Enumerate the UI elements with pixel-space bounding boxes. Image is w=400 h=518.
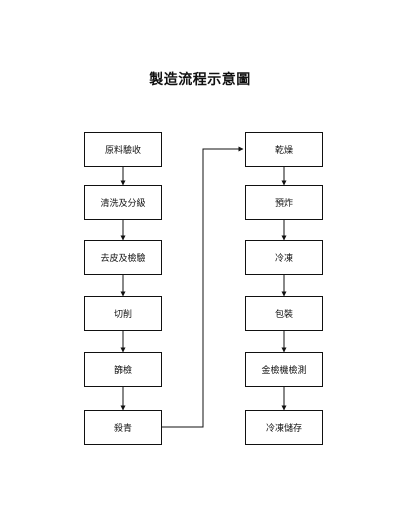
step-box-drying: 乾燥: [245, 132, 323, 167]
step-box-packaging: 包裝: [245, 296, 323, 331]
step-box-frozen-storage: 冷凍儲存: [245, 410, 323, 445]
step-label: 乾燥: [274, 146, 293, 156]
step-label: 冷凍儲存: [265, 424, 302, 434]
step-box-peeling-inspection: 去皮及檢驗: [84, 240, 162, 275]
arrow-left-to-right: [162, 146, 244, 428]
step-box-pre-frying: 預炸: [245, 185, 323, 220]
step-label: 切削: [113, 310, 132, 320]
step-label: 原料驗收: [104, 146, 141, 156]
step-label: 預炸: [274, 199, 293, 209]
step-box-metal-detection: 金檢機檢測: [245, 352, 323, 387]
step-label: 篩檢: [113, 366, 132, 376]
step-label: 冷凍: [274, 254, 293, 264]
step-label: 去皮及檢驗: [100, 254, 146, 264]
step-label: 清洗及分級: [100, 199, 146, 209]
step-box-cutting: 切削: [84, 296, 162, 331]
step-box-screening: 篩檢: [84, 352, 162, 387]
page-title: 製造流程示意圖: [149, 72, 251, 88]
step-box-washing-grading: 清洗及分級: [84, 185, 162, 220]
step-label: 殺青: [113, 424, 132, 434]
step-label: 金檢機檢測: [261, 366, 307, 376]
step-label: 包裝: [274, 310, 293, 320]
step-box-raw-material-inspection: 原料驗收: [84, 132, 162, 167]
step-box-freezing: 冷凍: [245, 240, 323, 275]
step-box-blanching: 殺青: [84, 410, 162, 445]
